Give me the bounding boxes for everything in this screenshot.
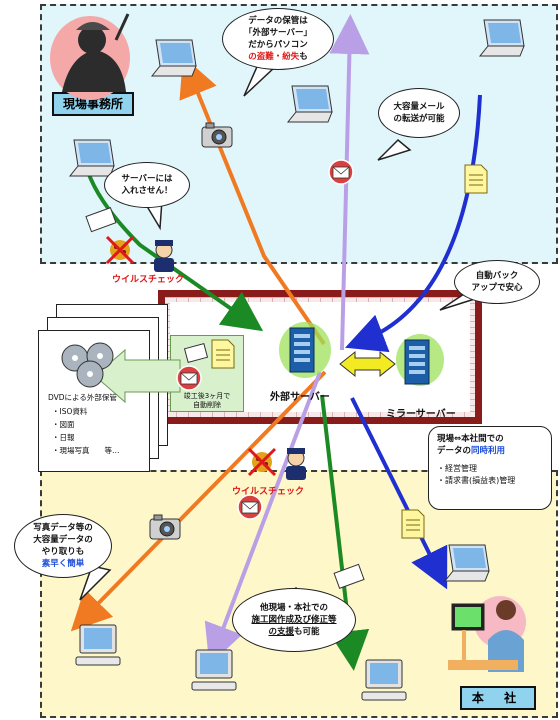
mail-icon <box>328 159 354 185</box>
bigmail-line1: 大容量メール <box>393 102 445 112</box>
storage-line2: 「外部サーバー」 <box>244 28 312 38</box>
storage-line4-red: の盗難・紛失 <box>248 52 300 62</box>
archive-arrow <box>94 348 181 404</box>
desktop-icon <box>361 659 407 701</box>
camera-icon <box>149 514 181 540</box>
photo-bubble: 写真データ等の 大容量データの やり取りも 素早く簡単 <box>14 514 112 578</box>
desktop-icon <box>75 624 121 666</box>
backup-line2: アップで安心 <box>471 283 523 293</box>
dvd-doc-item: ・図面 <box>52 420 75 429</box>
auto-delete-line2: 自動削除 <box>193 401 221 409</box>
laptop-icon <box>69 139 115 177</box>
bigmail-line2: の転送が可能 <box>393 114 445 124</box>
desktop-icon <box>191 649 237 691</box>
mirror-server-icon <box>404 339 430 385</box>
construction-worker-icon <box>50 13 130 100</box>
noentry-line2: 入れさせん！ <box>121 186 173 196</box>
police-icon <box>285 447 307 481</box>
othersite-line1: 他現場・本社での <box>259 603 328 613</box>
mail-icon <box>237 494 263 520</box>
external-server-label: 外部サーバー <box>270 392 330 403</box>
external-server-icon <box>289 327 315 373</box>
othersite-bubble: 他現場・本社での 施工図作成及び修正等 の支援も可能 <box>232 588 356 652</box>
virus-check-top: ウイルスチェック <box>112 275 185 285</box>
purple-arrow-bottom <box>204 371 322 665</box>
virus-icon <box>247 447 277 477</box>
purple-arrow-top <box>329 14 370 351</box>
dvd-doc-item: ・ISO資料 <box>52 407 88 416</box>
document-icon <box>464 164 488 194</box>
photo-line1: 写真データ等の <box>33 523 93 533</box>
othersite-line3-tail: も可能 <box>294 627 320 637</box>
photo-line2: 大容量データの <box>33 535 93 545</box>
document-icon <box>211 339 235 369</box>
blue-arrow-bottom <box>350 397 448 590</box>
paper-icon <box>333 563 365 589</box>
storage-line3: だからパソコン <box>248 40 308 50</box>
bigmail-bubble: 大容量メール の転送が可能 <box>378 88 460 138</box>
noentry-line1: サーバーには <box>121 174 173 184</box>
shared-line2-blue: 同時利用 <box>471 446 506 456</box>
head-office-label: 本 社 <box>460 686 536 710</box>
shared-item1: ・経営管理 <box>437 464 477 473</box>
backup-line1: 自動バック <box>475 271 519 281</box>
photo-line3: やり取りも <box>41 547 85 557</box>
bubble-tail <box>79 565 112 601</box>
mail-icon <box>176 365 202 391</box>
storage-line1: データの保管は <box>248 16 308 26</box>
laptop-icon <box>444 544 490 582</box>
office-worker-icon <box>448 596 526 672</box>
auto-delete-text: 竣工後3ヶ月で 自動削除 <box>172 392 242 410</box>
orange-arrow-bottom <box>70 370 327 632</box>
backup-bubble: 自動バック アップで安心 <box>454 260 540 304</box>
camera-icon <box>201 122 233 148</box>
dvd-doc-title: DVDによる外部保管 <box>48 393 117 402</box>
sync-arrow-icon <box>339 350 396 378</box>
virus-check-bottom: ウイルスチェック <box>232 487 305 497</box>
document-icon <box>401 509 425 539</box>
bubble-tail <box>377 138 412 161</box>
photo-line4: 素早く簡単 <box>41 559 85 569</box>
auto-delete-line1: 竣工後3ヶ月で <box>183 392 231 400</box>
paper-icon <box>85 207 117 233</box>
noentry-bubble: サーバーには 入れさせん！ <box>104 162 190 208</box>
laptop-icon <box>151 39 197 77</box>
paper-icon <box>183 343 209 363</box>
storage-bubble: データの保管は 「外部サーバー」 だからパソコン の盗難・紛失も <box>222 8 334 70</box>
shared-use-note: 現場⇔本社間での データの同時利用 ・経営管理 ・請求書(損益表)管理 <box>428 426 552 510</box>
dvd-doc-item: ・現場写真 等… <box>52 446 120 455</box>
mirror-server-label: ミラーサーバー <box>386 409 456 420</box>
laptop-icon <box>479 19 525 57</box>
dvd-doc-item: ・日報 <box>52 433 75 442</box>
shared-line2-pre: データの <box>437 446 472 456</box>
blue-arrow-top <box>345 94 482 353</box>
shared-item2: ・請求書(損益表)管理 <box>437 476 516 485</box>
othersite-line2: 施工図作成及び修正等 <box>251 615 337 625</box>
storage-line4-tail: も <box>299 52 308 62</box>
laptop-icon <box>287 85 333 123</box>
virus-icon <box>105 235 135 265</box>
shared-line1: 現場⇔本社間での <box>437 434 504 444</box>
othersite-line3: の支援 <box>268 627 294 637</box>
